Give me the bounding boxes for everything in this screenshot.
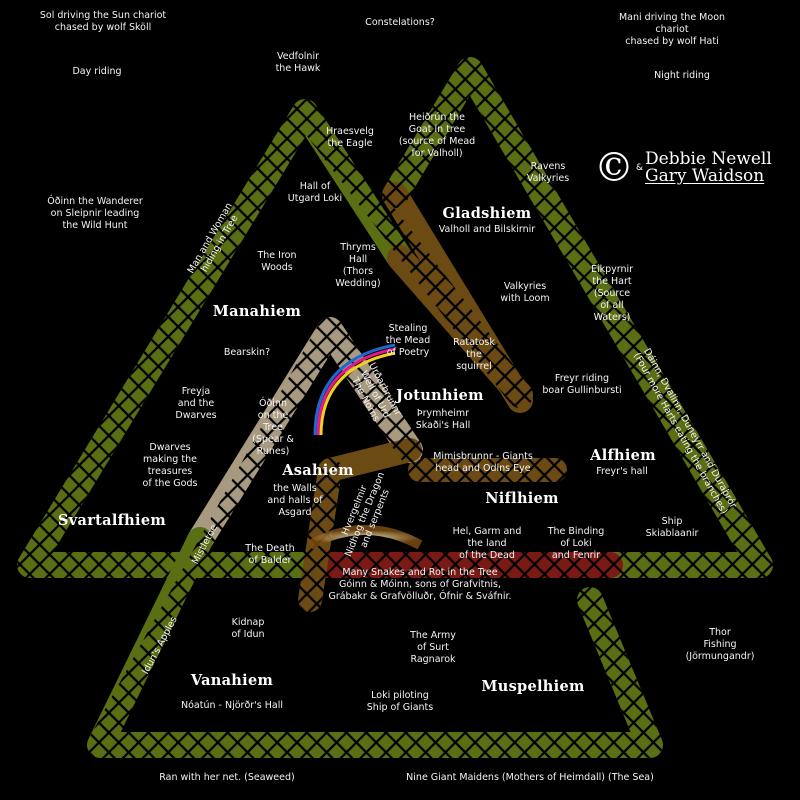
label-stealing-mead: Stealing the Mead of Poetry [385,323,431,358]
label-ship: Ship Skiablaanir [645,516,699,539]
credit-ampersand: & [636,163,644,173]
label-walls-asgard: the Walls and halls of Asgard [267,483,323,518]
credit-name-1: Debbie Newell [645,149,772,169]
label-binding: The Binding of Loki and Fenrir [547,526,605,561]
realm-alfhiem: Alfhiem [590,447,656,464]
realm-gladshiem: Gladshiem [442,205,532,222]
realm-vanahiem: Vanahiem [190,672,274,689]
label-bearskin: Bearskin? [223,347,271,358]
realm-jotunhiem: Jotunhiem [396,387,484,404]
label-thor: Thor Fishing (Jörmungandr) [685,627,755,662]
label-constellations: Constelations? [365,17,435,28]
label-army: The Army of Surt Ragnarok [410,630,456,665]
realm-svartalfhiem: Svartalfhiem [58,512,166,529]
label-ravens: Ravens Valkyries [526,161,570,184]
label-odinn-tree: Óðinn on the Tree (Spear & Runes) [252,398,294,457]
label-valkyries-loom: Valkyries with Loom [500,281,550,304]
credit-logo: © & Debbie Newell Gary Waidson [594,148,772,188]
copyright-symbol: © [594,145,634,191]
credit-name-2: Gary Waidson [645,166,765,186]
label-day-riding: Day riding [72,66,122,77]
label-freyja: Freyja and the Dwarves [175,386,217,421]
label-loki-ship: Loki piloting Ship of Giants [366,690,434,713]
label-nine-maidens: Nine Giant Maidens (Mothers of Heimdall)… [406,772,654,783]
label-ratatosk: Ratatosk the squirrel [453,337,495,372]
label-hel-garm: Hel, Garm and the land of the Dead [452,526,522,561]
realm-asahiem: Asahiem [282,462,354,479]
label-death-balder: The Death of Balder [245,543,295,566]
label-snakes: Many Snakes and Rot in the Tree Góinn & … [328,567,512,602]
realm-muspelhiem: Muspelhiem [481,678,585,695]
realm-niflhiem: Niflhiem [485,490,559,507]
triangle-bottom [87,317,663,758]
label-hraesvelg: Hraesvelg the Eagle [326,126,374,149]
label-eikpyrnir: Eikpyrnir the Hart (Source of all Waters… [590,264,634,323]
label-freyrs-hall: Freyr's hall [596,466,648,477]
label-noatun: Nóatún - Njörðr's Hall [181,700,283,711]
label-mani: Mani driving the Moon chariot chased by … [618,12,726,47]
label-heidrun: Heiðrún the Goat in tree (source of Mead… [398,112,476,159]
label-prymheimr: Þrymheimr Skaði's Hall [415,408,471,431]
label-ran: Ran with her net. (Seaweed) [159,772,295,783]
label-mimisbrunnr: Mimisbrunnr - Giants head and Odins Eye [433,451,533,474]
label-utgard: Hall of Utgard Loki [287,181,343,204]
label-dwarves: Dwarves making the treasures of the Gods [142,442,198,489]
label-vedfolnir: Vedfolnir the Hawk [275,51,321,74]
label-iron-woods: The Iron Woods [257,250,297,273]
label-odinn-wanderer: Óðinn the Wanderer on Sleipnir leading t… [47,196,143,231]
bifrost-bridge-glow [307,525,423,550]
label-night-riding: Night riding [654,70,710,81]
label-thryms: Thryms Hall (Thors Wedding) [335,242,381,289]
label-sol: Sol driving the Sun chariot chased by wo… [39,10,167,33]
rainbow-bifrost [313,343,396,436]
label-valholl: Valholl and Bilskirnir [438,224,536,235]
label-freyr-riding: Freyr riding boar Gullinbursti [542,373,622,396]
label-kidnap: Kidnap of Idun [231,617,265,640]
realm-manahiem: Manahiem [212,303,302,320]
